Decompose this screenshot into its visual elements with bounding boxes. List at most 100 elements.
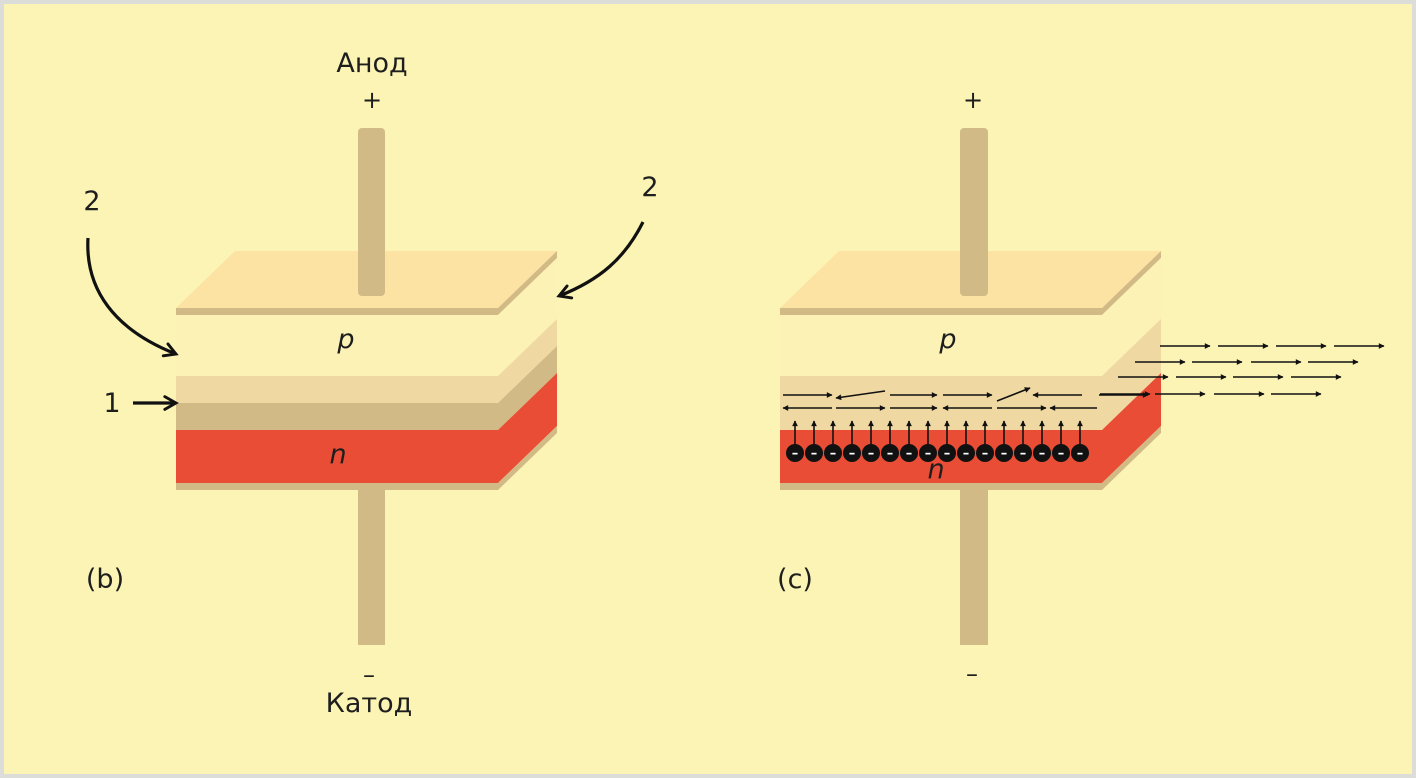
electron: – <box>1052 420 1070 462</box>
electron: – <box>881 420 899 462</box>
electron-charge-sign: – <box>1058 447 1065 462</box>
electron-charge-sign: – <box>906 447 913 462</box>
callout-2-left-arrow <box>86 237 179 358</box>
electron: – <box>976 420 994 462</box>
bottom-plate-edge <box>780 483 1102 490</box>
cathode-lead <box>358 490 385 645</box>
electron: – <box>1071 420 1089 462</box>
electron: – <box>843 420 861 462</box>
electron-charge-sign: – <box>868 447 875 462</box>
top-plate-side <box>498 251 557 315</box>
electron: – <box>786 420 804 462</box>
electron-circle <box>862 444 880 462</box>
junction-layer <box>780 376 1102 430</box>
electron-circle <box>786 444 804 462</box>
n-layer-label: n <box>927 454 944 485</box>
electron: – <box>900 420 918 462</box>
electron-circle <box>824 444 842 462</box>
electron-charge-sign: – <box>1020 447 1027 462</box>
junction-side <box>1102 319 1161 430</box>
electron-circle <box>900 444 918 462</box>
electron-circle <box>881 444 899 462</box>
carrier-arrow <box>996 387 1031 402</box>
bottom-plate-edge <box>176 483 498 490</box>
p-layer <box>780 315 1102 376</box>
electron-circle <box>843 444 861 462</box>
carrier-motion-arrows <box>782 387 1149 411</box>
electron-circle <box>995 444 1013 462</box>
electron-charge-sign: – <box>982 447 989 462</box>
electron-charge-sign: – <box>792 447 799 462</box>
n-layer-label: n <box>329 439 346 470</box>
panel-b-caption: (b) <box>86 564 124 595</box>
electron: – <box>1033 420 1051 462</box>
electron-charge-sign: – <box>830 447 837 462</box>
electron-charge-sign: – <box>1039 447 1046 462</box>
anode-label: Анод <box>336 48 407 79</box>
electron-row: –––––––––––––––– <box>786 420 1089 462</box>
bottom-plate-side <box>498 426 557 490</box>
electron: – <box>919 420 937 462</box>
electron-circle <box>976 444 994 462</box>
cathode-lead <box>960 490 988 645</box>
bottom-plate-side <box>1102 426 1161 490</box>
electron: – <box>957 420 975 462</box>
callout-2-right-label: 2 <box>641 172 658 203</box>
diode-block-b <box>176 251 557 490</box>
top-plate-edge <box>780 308 1102 315</box>
electron-charge-sign: – <box>944 447 951 462</box>
anode-lead <box>358 128 385 296</box>
junction-dark-side <box>498 346 557 430</box>
top-plate-edge <box>176 308 498 315</box>
electron: – <box>1014 420 1032 462</box>
panel-c-caption: (c) <box>777 564 813 595</box>
panel-c: + – p n (c) –––––––––––––––– <box>777 86 1385 688</box>
electron-charge-sign: – <box>1077 447 1084 462</box>
anode-sign: + <box>362 86 382 114</box>
electron: – <box>862 420 880 462</box>
electron-circle <box>1014 444 1032 462</box>
electron: – <box>995 420 1013 462</box>
junction-light-side <box>498 319 557 403</box>
electron: – <box>938 420 956 462</box>
electron-circle <box>938 444 956 462</box>
p-layer-label: p <box>336 324 354 355</box>
electron-circle <box>805 444 823 462</box>
p-layer-side <box>498 258 557 376</box>
emitted-light-arrows <box>1100 343 1385 397</box>
anode-lead <box>960 128 988 296</box>
p-layer-label: p <box>938 324 956 355</box>
cathode-label: Катод <box>326 688 413 719</box>
panel-b: Анод + – Катод p n (b) 2 2 1 <box>83 48 658 719</box>
electron: – <box>824 420 842 462</box>
n-layer <box>176 430 498 483</box>
electron-charge-sign: – <box>811 447 818 462</box>
led-diagram: Анод + – Катод p n (b) 2 2 1 <box>83 48 1385 719</box>
electron-charge-sign: – <box>849 447 856 462</box>
electron-charge-sign: – <box>887 447 894 462</box>
electron: – <box>805 420 823 462</box>
electron-circle <box>957 444 975 462</box>
p-layer <box>176 315 498 376</box>
cathode-sign: – <box>363 661 375 689</box>
n-layer-side <box>1102 373 1161 483</box>
junction-layer-light <box>176 376 498 403</box>
junction-layer-dark <box>176 403 498 430</box>
p-layer-side <box>1102 258 1161 376</box>
anode-sign: + <box>963 86 983 114</box>
electron-charge-sign: – <box>925 447 932 462</box>
top-plate-side <box>1102 251 1161 315</box>
carrier-arrow <box>835 390 886 401</box>
callout-2-left-label: 2 <box>83 186 100 217</box>
electron-circle <box>919 444 937 462</box>
electron-charge-sign: – <box>963 447 970 462</box>
callout-2-right-arrow <box>556 221 645 300</box>
cathode-sign: – <box>966 660 978 688</box>
electron-circle <box>1071 444 1089 462</box>
electron-circle <box>1052 444 1070 462</box>
electron-charge-sign: – <box>1001 447 1008 462</box>
n-layer-side <box>498 373 557 483</box>
callout-1-label: 1 <box>103 388 120 419</box>
electron-circle <box>1033 444 1051 462</box>
